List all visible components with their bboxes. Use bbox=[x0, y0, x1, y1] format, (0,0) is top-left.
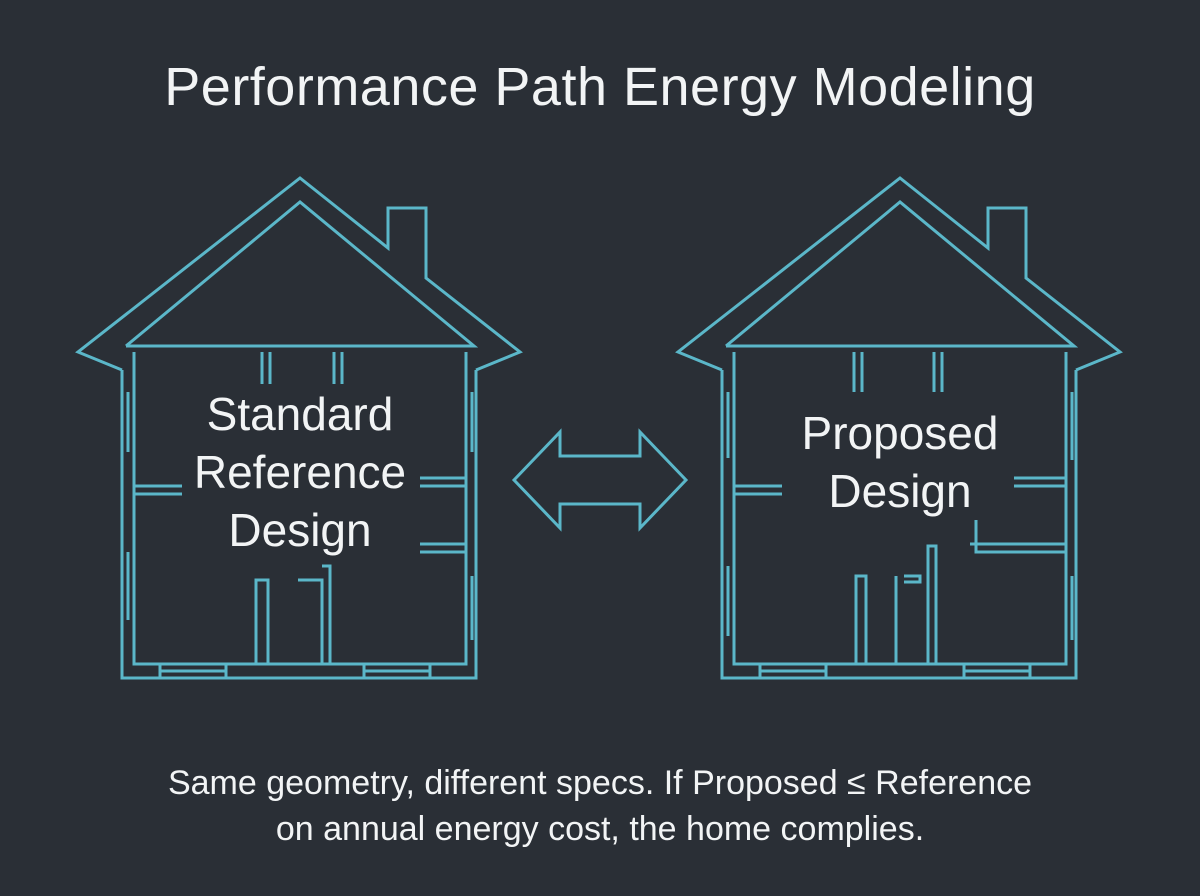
caption: Same geometry, different specs. If Propo… bbox=[0, 760, 1200, 852]
caption-line-2: on annual energy cost, the home complies… bbox=[275, 810, 925, 848]
right-label-line-1: Proposed bbox=[801, 407, 999, 459]
standard-reference-design-label: Standard Reference Design bbox=[150, 385, 450, 559]
left-house-icon bbox=[75, 176, 523, 680]
caption-line-1: Same geometry, different specs. If Propo… bbox=[167, 764, 1033, 802]
right-label-line-2: Design bbox=[828, 465, 972, 517]
right-house-icon bbox=[675, 176, 1123, 680]
proposed-design-label: Proposed Design bbox=[750, 404, 1050, 520]
left-label-line-2: Reference bbox=[193, 446, 407, 498]
page-title: Performance Path Energy Modeling bbox=[164, 57, 1036, 117]
left-label-line-1: Standard bbox=[206, 388, 394, 440]
double-arrow-icon bbox=[511, 428, 689, 532]
left-label-line-3: Design bbox=[228, 504, 372, 556]
